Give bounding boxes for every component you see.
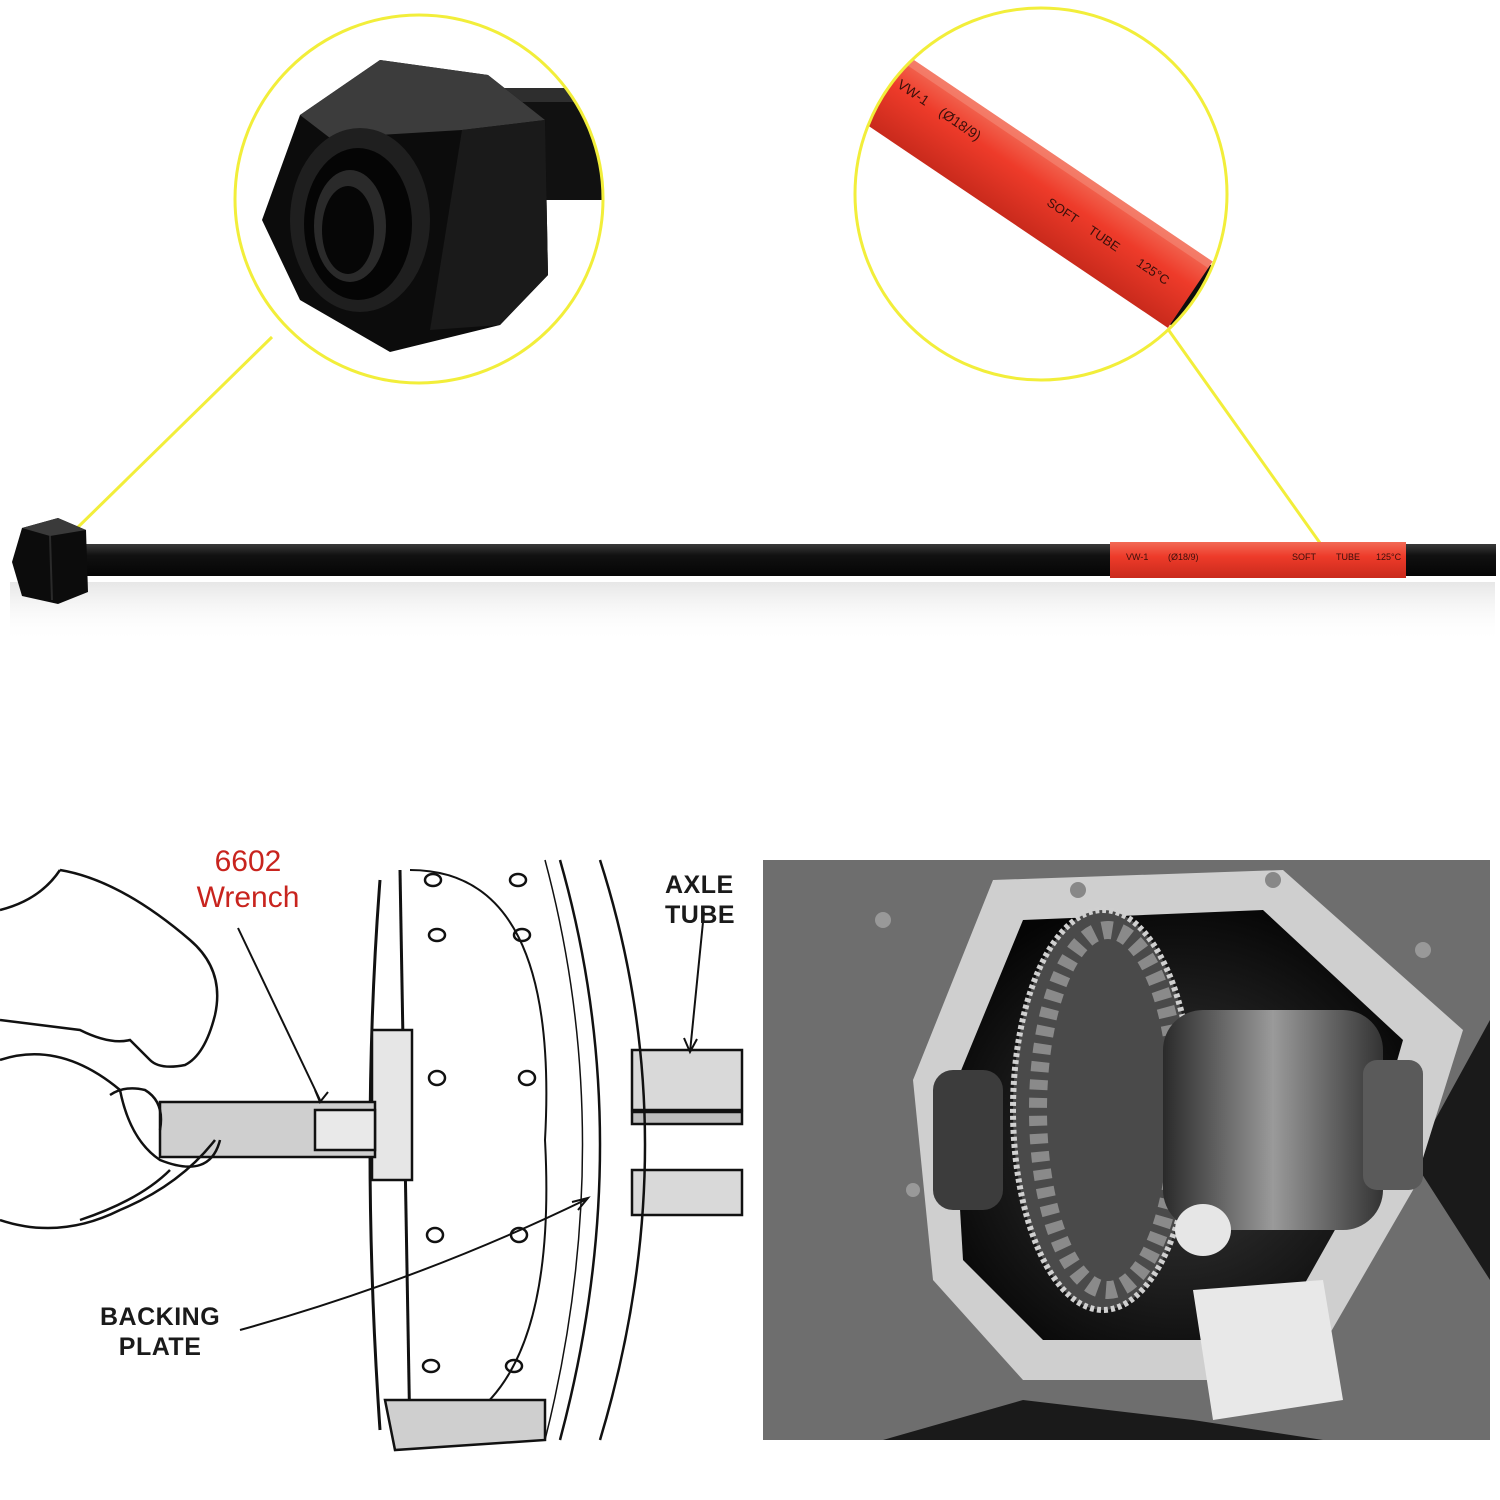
diagram-drawing [0,859,744,1452]
installation-diagram: 6602 Wrench AXLE TUBE BACKING PLATE [0,840,745,1460]
sleeve-text-b: (Ø18/9) [1168,552,1199,562]
differential-photo [763,860,1490,1440]
backing-line1: BACKING [100,1303,221,1331]
backing-line2: PLATE [118,1333,202,1361]
axle-line1: AXLE [665,871,734,899]
wrench-number: 6602 [214,845,282,878]
callout-sleeve: VW-1 (Ø18/9) SOFT TUBE 125°C [853,6,1229,382]
wrench-label: 6602 Wrench [178,844,318,916]
product-illustration: VW-1 (Ø18/9) SOFT TUBE 125°C VW-1 (Ø18/9… [10,6,1496,642]
axle-line2: TUBE [665,901,736,929]
sleeve-text-c: SOFT [1292,552,1317,562]
backing-plate-label: BACKING PLATE [100,1302,220,1362]
callout-hex-socket [233,13,605,385]
callout-line-left [71,335,274,534]
wrench-word: Wrench [196,881,300,914]
callout-line-right [1163,324,1322,544]
sleeve-text-a: VW-1 [1126,552,1148,562]
sleeve-text-d: TUBE [1336,552,1360,562]
axle-tube-label: AXLE TUBE [665,870,735,930]
red-sleeve [1110,542,1406,578]
hex-wrench-icon: VW-1 (Ø18/9) SOFT TUBE 125°C [10,518,1496,642]
sleeve-text-e: 125°C [1376,552,1402,562]
